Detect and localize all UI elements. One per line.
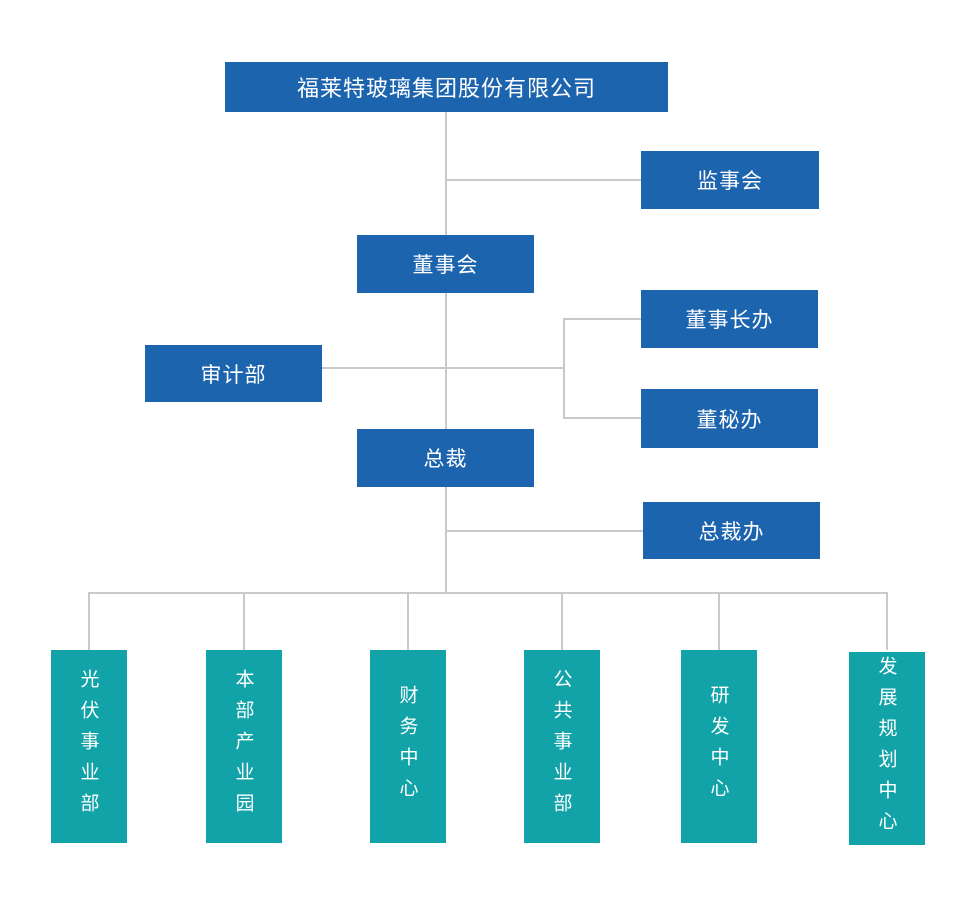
- node-supervisory-board: 监事会: [641, 151, 819, 209]
- node-division-photovoltaic: 光伏事业部: [51, 650, 127, 843]
- connector-drop-division-3: [407, 592, 409, 650]
- connector-offices-bracket: [563, 318, 565, 419]
- node-president-office: 总裁办: [643, 502, 820, 559]
- connector-president-to-divisions: [445, 487, 447, 593]
- node-division-hq-industrial-park: 本部产业园: [206, 650, 282, 843]
- node-company-root: 福莱特玻璃集团股份有限公司: [225, 62, 668, 112]
- node-chairman-office: 董事长办: [641, 290, 818, 348]
- node-board-of-directors: 董事会: [357, 235, 534, 293]
- node-division-rd-center: 研发中心: [681, 650, 757, 843]
- connector-to-president-office: [446, 530, 643, 532]
- node-board-secretary-office: 董秘办: [641, 389, 818, 448]
- connector-board-to-president: [445, 293, 447, 429]
- connector-to-secretary-office: [564, 417, 641, 419]
- connector-root-to-board: [445, 112, 447, 235]
- connector-to-supervisory-board: [446, 179, 641, 181]
- connector-to-chairman-office: [564, 318, 641, 320]
- node-audit-department: 审计部: [145, 345, 322, 402]
- node-division-development-planning: 发展规划中心: [849, 652, 925, 845]
- connector-drop-division-6: [886, 592, 888, 650]
- node-division-public-utilities: 公共事业部: [524, 650, 600, 843]
- connector-drop-division-4: [561, 592, 563, 650]
- connector-drop-division-1: [88, 592, 90, 650]
- connector-divisions-bus: [88, 592, 888, 594]
- node-division-finance-center: 财务中心: [370, 650, 446, 843]
- connector-drop-division-2: [243, 592, 245, 650]
- node-president: 总裁: [357, 429, 534, 487]
- connector-audit-cross: [322, 367, 564, 369]
- connector-drop-division-5: [718, 592, 720, 650]
